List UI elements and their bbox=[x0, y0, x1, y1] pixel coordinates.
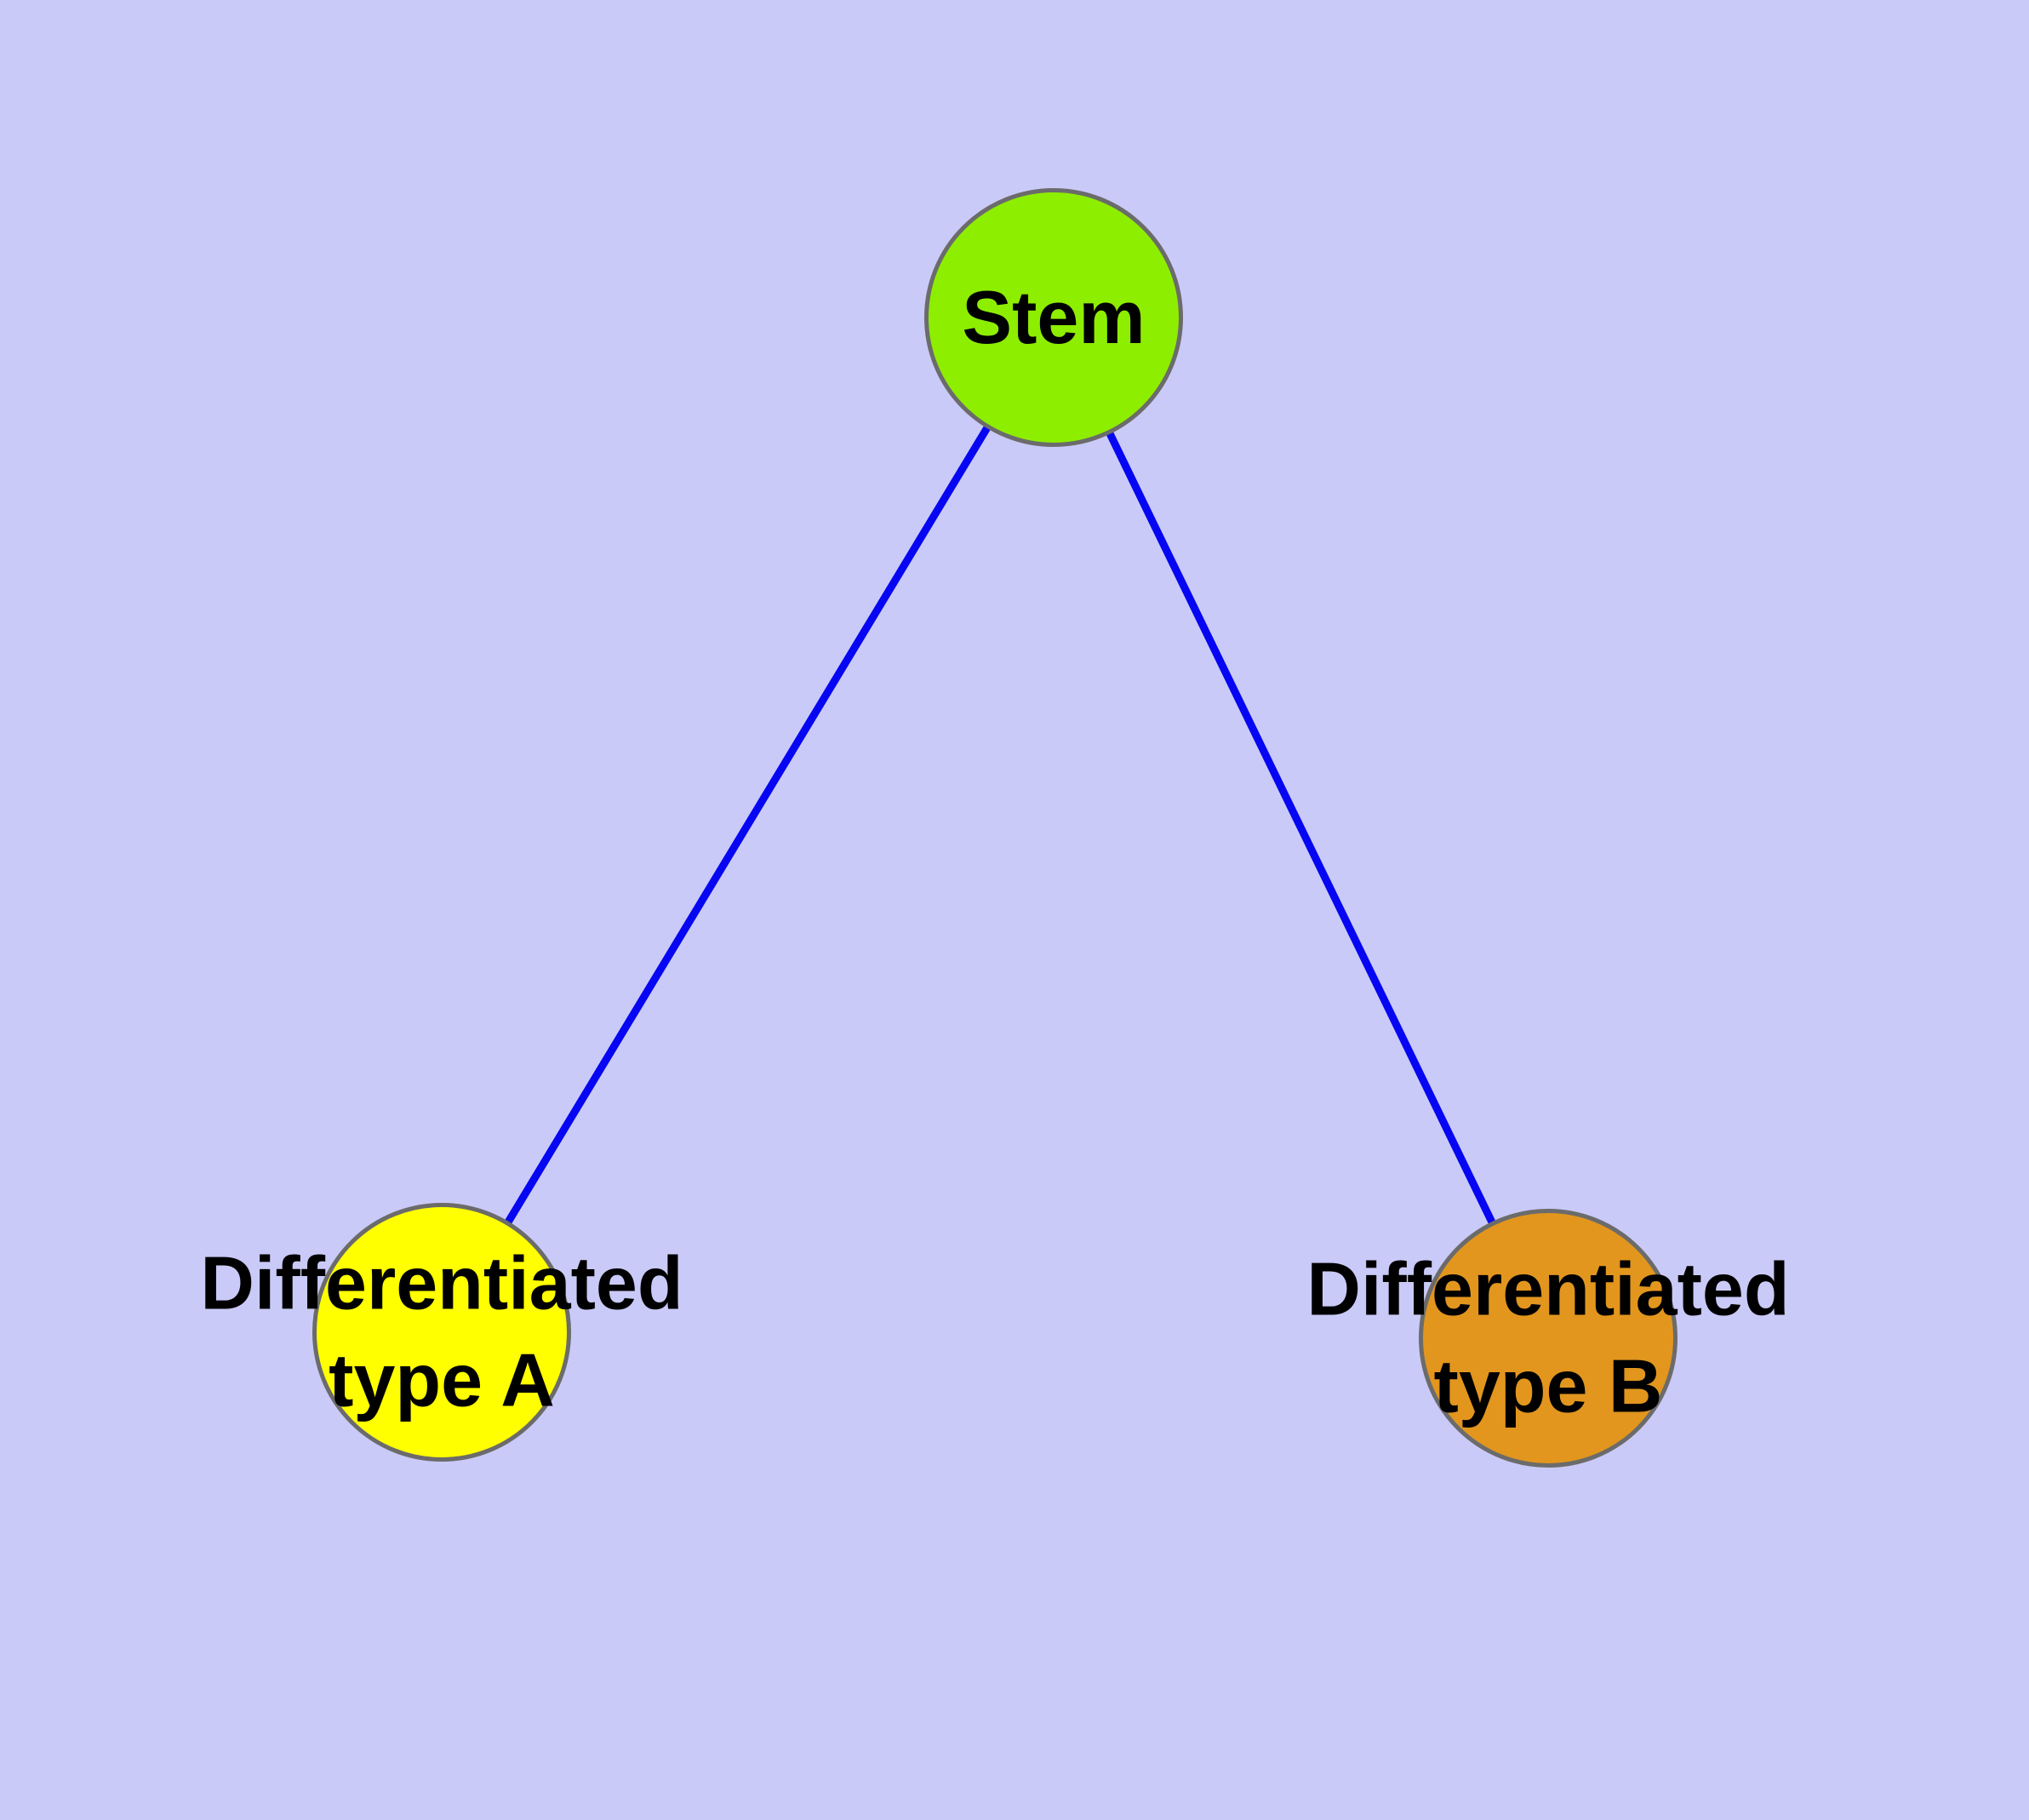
edge-stem-to-type-b bbox=[1049, 316, 1552, 1340]
node-stem[interactable] bbox=[924, 188, 1183, 447]
edge-stem-to-type-a bbox=[438, 315, 1057, 1335]
node-differentiated-type-b[interactable] bbox=[1419, 1209, 1677, 1468]
node-differentiated-type-a[interactable] bbox=[312, 1203, 571, 1462]
